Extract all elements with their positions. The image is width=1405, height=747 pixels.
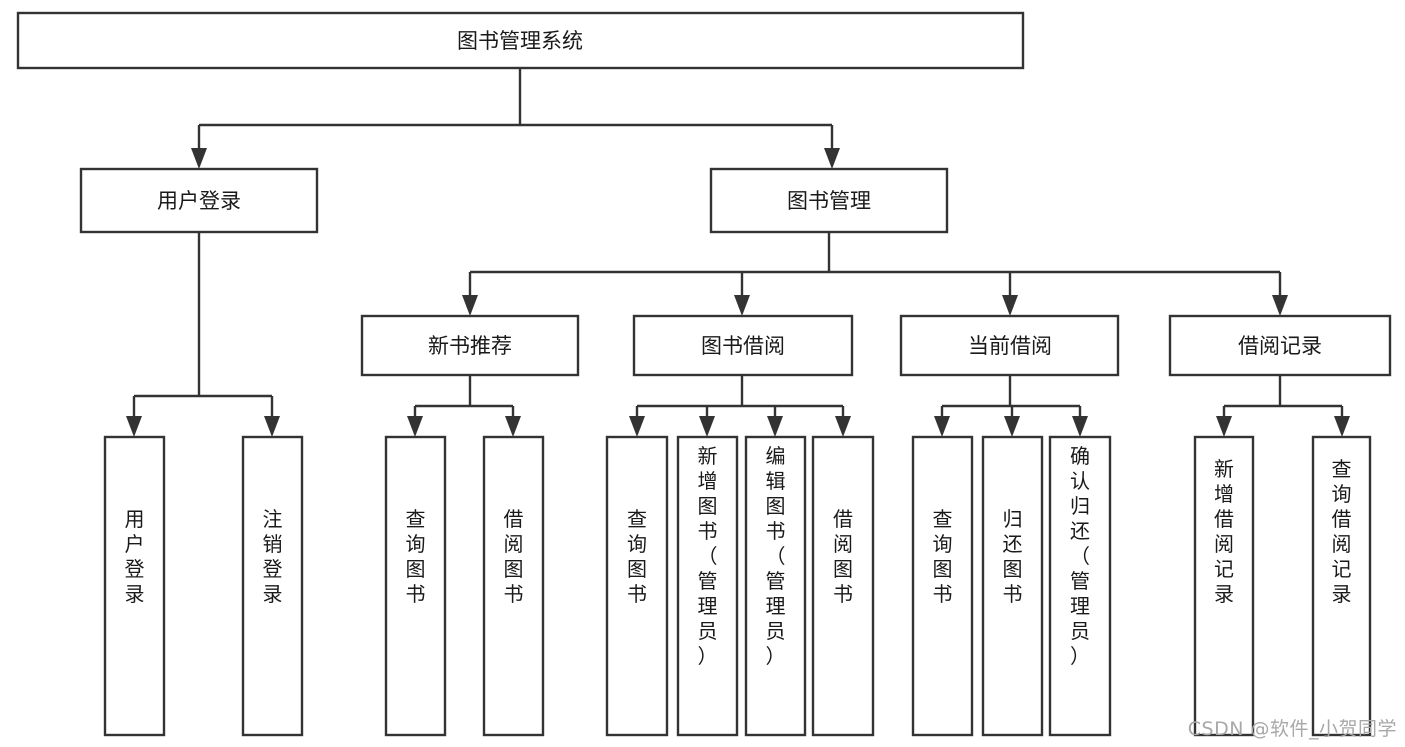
node-leaf-query-book-2[interactable]: [605, 435, 669, 737]
arrow-head-icon: [824, 148, 840, 169]
node-leaf-return-book[interactable]: [981, 435, 1044, 737]
arrow-head-icon: [126, 416, 142, 437]
connector-newbook-to-leaves: [407, 375, 521, 437]
node-borrow-record-label: 借阅记录: [1238, 334, 1322, 358]
node-user-login-label: 用户登录: [157, 189, 241, 213]
connector-borrowrecord-to-leaves: [1216, 375, 1350, 437]
node-leaf-logout[interactable]: [241, 435, 304, 737]
node-book-manage[interactable]: 图书管理: [709, 167, 949, 234]
arrow-head-icon: [934, 416, 950, 437]
connector-bookmanage-to-level3: [462, 232, 1288, 316]
node-leaf-borrow-book-1[interactable]: [482, 435, 545, 737]
connector-bookborrow-to-leaves: [629, 375, 851, 437]
node-new-book-rec[interactable]: 新书推荐: [360, 314, 580, 377]
arrow-head-icon: [1272, 295, 1288, 316]
arrow-head-icon: [1072, 416, 1088, 437]
node-leaf-add-record[interactable]: [1193, 435, 1255, 737]
node-book-borrow-label: 图书借阅: [701, 334, 785, 358]
arrow-head-icon: [734, 295, 750, 316]
connector-userlogin-to-leaves: [126, 232, 280, 437]
arrow-head-icon: [264, 416, 280, 437]
arrow-head-icon: [699, 416, 715, 437]
connector-root-to-level2: [191, 68, 840, 169]
arrow-head-icon: [1004, 416, 1020, 437]
node-user-login[interactable]: 用户登录: [79, 167, 319, 234]
arrow-head-icon: [1334, 416, 1350, 437]
node-current-borrow-label: 当前借阅: [968, 334, 1052, 358]
leaf-boxes: [103, 435, 1372, 737]
connector-currentborrow-to-leaves: [934, 375, 1088, 437]
node-leaf-query-book-3[interactable]: [911, 435, 974, 737]
arrow-head-icon: [407, 416, 423, 437]
arrow-head-icon: [191, 148, 207, 169]
node-leaf-query-record[interactable]: [1311, 435, 1372, 737]
arrow-head-icon: [462, 295, 478, 316]
node-current-borrow[interactable]: 当前借阅: [899, 314, 1120, 377]
csdn-watermark: CSDN @软件_小贺同学: [1187, 718, 1397, 740]
node-leaf-confirm-return[interactable]: [1048, 435, 1112, 737]
node-leaf-user-login[interactable]: [103, 435, 166, 737]
node-leaf-edit-book[interactable]: [744, 435, 807, 737]
node-root-label: 图书管理系统: [457, 29, 583, 53]
node-root[interactable]: 图书管理系统: [16, 11, 1025, 70]
node-leaf-query-book-1[interactable]: [384, 435, 447, 737]
node-book-borrow[interactable]: 图书借阅: [632, 314, 854, 377]
node-leaf-borrow-book-2[interactable]: [811, 435, 875, 737]
arrow-head-icon: [629, 416, 645, 437]
arrow-head-icon: [505, 416, 521, 437]
node-leaf-add-book[interactable]: [676, 435, 739, 737]
arrow-head-icon: [1002, 295, 1018, 316]
arrow-head-icon: [1216, 416, 1232, 437]
node-new-book-rec-label: 新书推荐: [428, 334, 512, 358]
node-book-manage-label: 图书管理: [787, 189, 871, 213]
arrow-head-icon: [835, 416, 851, 437]
arrow-head-icon: [767, 416, 783, 437]
node-borrow-record[interactable]: 借阅记录: [1168, 314, 1392, 377]
